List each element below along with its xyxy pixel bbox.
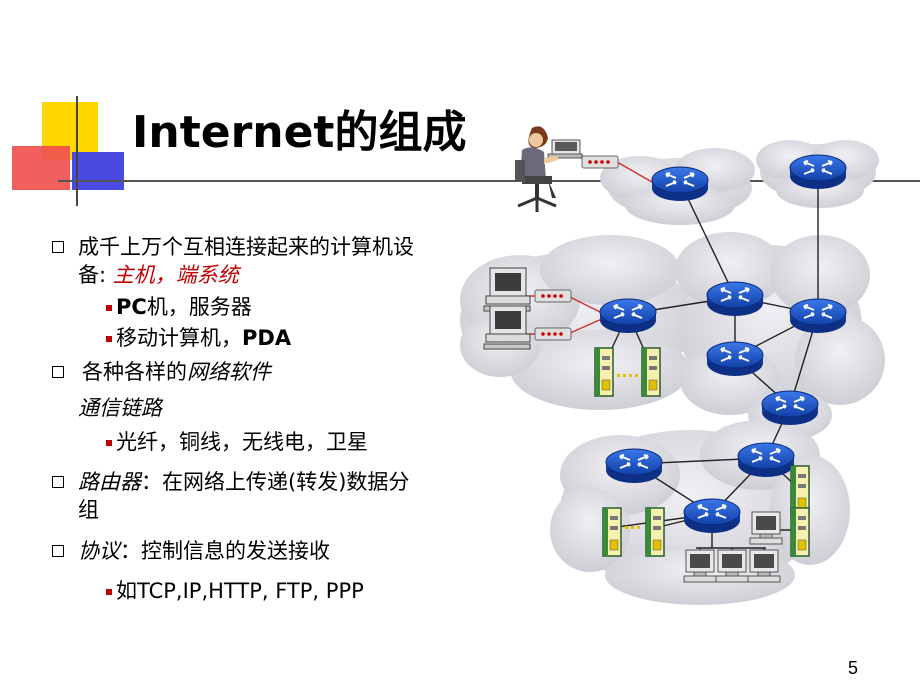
bullet-links: 通信链路 (78, 392, 162, 422)
protocols-rest: ：控制信息的发送接收 (120, 539, 330, 563)
router-icon (761, 390, 819, 426)
bullet-hosts-continued: 备: 主机，端系统 (78, 259, 239, 289)
red-square-bullet-icon (106, 440, 112, 446)
routers-italic: 路由器 (78, 470, 141, 494)
router-icon (706, 281, 764, 317)
workstation-icon (749, 511, 783, 545)
router-icon (651, 166, 709, 202)
red-square-bullet-icon (106, 336, 112, 342)
corner-vertical-rule (76, 96, 78, 206)
hollow-square-bullet-icon (52, 366, 64, 378)
hollow-square-bullet-icon (52, 476, 64, 488)
mobile-text: 移动计算机， (116, 326, 242, 350)
sub-bullet-media: 光纤，铜线，无线电，卫星 (106, 426, 368, 456)
router-icon (605, 448, 663, 484)
sub-bullet-mobile: 移动计算机，PDA (106, 322, 291, 352)
routers-cont: 组 (78, 498, 99, 522)
pda-label: PDA (242, 326, 292, 350)
server-icon (602, 507, 622, 557)
title-underline (58, 180, 920, 182)
bullet-hosts-text: 成千上万个互相连接起来的计算机设 (78, 235, 414, 259)
server-icon (790, 507, 810, 557)
slide-title: Internet的组成 (132, 107, 467, 158)
software-prefix: 各种各样的 (82, 360, 187, 384)
red-square-bullet-icon (106, 305, 112, 311)
software-italic: 网络软件 (187, 360, 271, 384)
bullet-routers: 路由器：在网络上传递(转发)数据分 (52, 466, 409, 496)
pc-rest: 机，服务器 (146, 295, 252, 319)
corner-blue-block (72, 152, 124, 190)
links-text: 通信链路 (78, 396, 162, 420)
modem-icon (581, 155, 619, 169)
bullet-routers-continued: 组 (78, 494, 99, 524)
router-icon (706, 341, 764, 377)
user-figure-icon (515, 126, 583, 212)
protocols-italic: 协议 (78, 539, 120, 563)
server-icon (641, 347, 661, 397)
router-icon (599, 298, 657, 334)
router-icon (789, 154, 847, 190)
workstation-icon (747, 549, 781, 583)
routers-rest: ：在网络上传递(转发)数据分 (141, 470, 410, 494)
bullet-hosts: 成千上万个互相连接起来的计算机设 (52, 231, 414, 261)
protocol-list: TCP,IP,HTTP, FTP, PPP (137, 579, 364, 603)
workstation-icon (683, 549, 717, 583)
hollow-square-bullet-icon (52, 545, 64, 557)
hosts-prefix: 备: (78, 263, 113, 287)
sub-bullet-protocol-list: 如TCP,IP,HTTP, FTP, PPP (106, 575, 364, 605)
modem-icon (534, 327, 572, 341)
hollow-square-bullet-icon (52, 241, 64, 253)
red-square-bullet-icon (106, 589, 112, 595)
hosts-highlight: 主机，端系统 (112, 263, 239, 287)
server-dots (617, 374, 640, 529)
router-icon (737, 442, 795, 478)
server-icon (645, 507, 665, 557)
router-icon (789, 298, 847, 334)
server-icon (790, 465, 810, 515)
media-text: 光纤，铜线，无线电，卫星 (116, 430, 368, 454)
workstation-icon (715, 549, 749, 583)
server-icon (594, 347, 614, 397)
pc-label: PC (116, 295, 147, 319)
corner-red-block (12, 146, 70, 190)
bullet-protocols: 协议：控制信息的发送接收 (52, 535, 330, 565)
protocol-prefix: 如 (116, 579, 137, 603)
router-icon (683, 498, 741, 534)
sub-bullet-pc: PC机，服务器 (106, 291, 252, 321)
modem-icon (534, 289, 572, 303)
bullet-software: 各种各样的网络软件 (52, 356, 271, 386)
page-number: 5 (848, 658, 859, 678)
